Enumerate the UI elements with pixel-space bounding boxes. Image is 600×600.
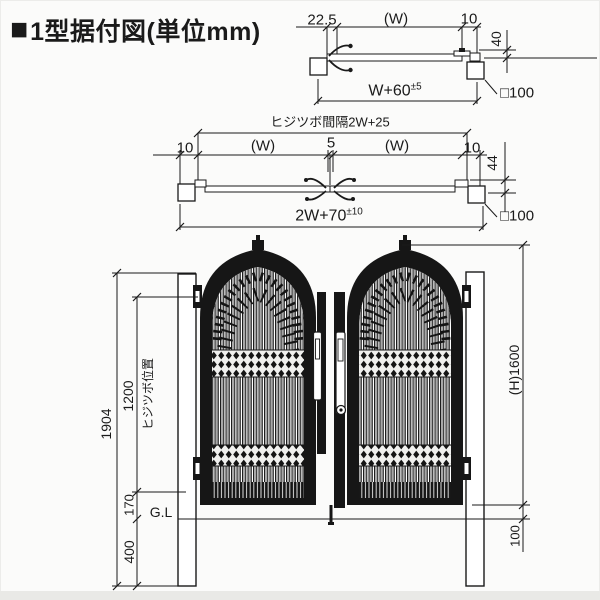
- elev-dim-embed-depth: 400: [121, 540, 137, 564]
- top-plan-view: [296, 22, 597, 106]
- latch-symbol-top-view: [453, 48, 481, 62]
- mid-dim-left-gap: 10: [176, 139, 194, 157]
- left-post: [177, 273, 197, 587]
- mid-dim-total-base: 2W+70: [295, 207, 347, 225]
- elevation-right-dimensions: [402, 240, 530, 552]
- hinge-symbol-left: [194, 179, 207, 188]
- mid-dim-right-width: (W): [384, 137, 410, 155]
- hinge-symbol-top-view: [328, 43, 353, 73]
- mid-dim-depth: 44: [484, 155, 500, 171]
- gate-handle-left: [312, 331, 323, 401]
- left-gate-leaf: [200, 235, 316, 505]
- front-elevation: [112, 235, 530, 591]
- page-title-text: 1型据付図(単位mm): [30, 18, 261, 46]
- top-dim-latch-gap: 10: [460, 10, 478, 28]
- top-post-size-label: □100: [499, 84, 535, 102]
- top-dim-hinge-offset: 22.5: [307, 11, 337, 29]
- drop-rod: [329, 505, 333, 524]
- center-hinge-symbol: [304, 177, 356, 201]
- mid-dim-center-gap: 5: [326, 134, 336, 152]
- top-dim-total-tolerance: ±5: [410, 81, 422, 93]
- top-dim-leaf-width: (W): [383, 10, 409, 28]
- middle-plan-view: [153, 128, 516, 232]
- mid-dim-right-gap: 10: [463, 139, 481, 157]
- top-dim-total-base: W+60: [368, 82, 411, 100]
- page-title: ■ 1型据付図(単位mm): [10, 12, 261, 48]
- elevation-left-dimensions: [112, 268, 198, 591]
- elev-dim-above-ground: 170: [121, 494, 137, 516]
- mid-hinge-span-label: ヒジツボ間隔2W+25: [270, 114, 390, 130]
- center-meeting-stiles: [312, 292, 347, 525]
- mid-post-size-label: □100: [499, 207, 535, 225]
- elev-dim-gate-height: (H)1600: [506, 344, 522, 396]
- mid-dim-total-width: 2W+70±10: [295, 207, 363, 224]
- elev-hinge-position-label: ヒジツボ位置: [141, 357, 155, 431]
- latch-symbol-right: [454, 179, 469, 188]
- right-post: [465, 271, 485, 587]
- page-bottom-border: [0, 591, 600, 600]
- elev-dim-bottom-clearance: 100: [507, 525, 523, 547]
- elev-dim-hinge-span: 1200: [120, 380, 136, 412]
- elev-dim-total-height: 1904: [98, 408, 114, 440]
- right-gate-leaf: [347, 235, 463, 505]
- title-bullet-square: ■: [10, 13, 29, 46]
- elev-ground-level-label: G.L: [149, 504, 173, 520]
- mid-dim-left-width: (W): [250, 137, 276, 155]
- top-dim-total-width: W+60±5: [368, 82, 421, 99]
- top-dim-latch-depth: 40: [488, 31, 504, 47]
- mid-dim-total-tolerance: ±10: [346, 206, 363, 218]
- gate-handle-right: [335, 331, 346, 415]
